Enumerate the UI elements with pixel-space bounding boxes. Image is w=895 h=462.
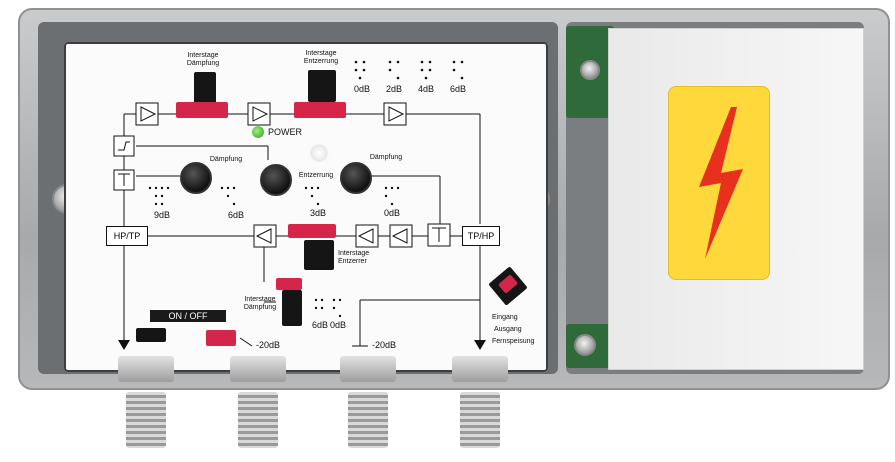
entzerrung-label: Entzerrung — [298, 172, 334, 179]
db-dot-pattern — [354, 60, 464, 80]
label-line: Interstage — [305, 50, 337, 57]
hptp-box: HP/TP — [106, 226, 148, 246]
bottom-db-dots — [314, 298, 342, 318]
db-9-label: 9dB — [154, 210, 171, 220]
onoff-jumper-left[interactable] — [136, 328, 166, 342]
db-scale-6: 6dB — [450, 84, 467, 94]
minus20-left-label: -20dB — [256, 340, 281, 350]
interstage-daempfung-top-label: Interstage Dämpfung — [178, 52, 228, 68]
daempfung-right-knob[interactable] — [340, 162, 372, 194]
f-connector-1[interactable] — [126, 392, 166, 448]
jumper-cap-daempfung-bottom[interactable] — [276, 278, 302, 290]
jumper-block — [304, 240, 334, 270]
label-line: Interstage — [244, 296, 276, 303]
interstage-entzerrer-label: Interstage Entzerrer — [338, 250, 382, 266]
db-0-label: 0dB — [384, 208, 401, 218]
label-line: Interstage — [187, 52, 219, 59]
port-nut-2 — [230, 356, 286, 382]
status-led-white — [312, 146, 326, 160]
power-label: POWER — [268, 127, 303, 137]
db-scale-2: 2dB — [386, 84, 403, 94]
port-nut-1 — [118, 356, 174, 382]
interstage-daempfung-bottom-label: Interstage Dämpfung — [238, 296, 282, 312]
entzerrung-knob[interactable] — [260, 164, 292, 196]
db-scale-0: 0dB — [354, 84, 371, 94]
jumper-block — [308, 70, 336, 102]
f-connector-4[interactable] — [460, 392, 500, 448]
power-led — [252, 126, 264, 138]
onoff-jumper-right[interactable] — [206, 330, 236, 346]
jumper-block — [194, 72, 216, 104]
lightning-bolt-icon — [699, 107, 743, 259]
f-connector-2[interactable] — [238, 392, 278, 448]
minus20-right-label: -20dB — [372, 340, 397, 350]
jumper-block — [282, 290, 302, 326]
ausgang-label: Ausgang — [494, 326, 522, 333]
onoff-label: ON / OFF — [150, 310, 226, 322]
f-connector-3[interactable] — [348, 392, 388, 448]
mid-db-dots — [148, 186, 400, 206]
label-line: Interstage — [338, 250, 370, 257]
high-voltage-warning-label — [668, 86, 770, 280]
eingang-label: Eingang — [492, 314, 518, 321]
port-nut-4 — [452, 356, 508, 382]
label-line: Entzerrer — [338, 258, 367, 265]
amplifier-triangle-icon — [135, 102, 413, 248]
daempfung-left-knob[interactable] — [180, 162, 212, 194]
db-0b-label: 0dB — [330, 320, 347, 330]
label-line: Dämpfung — [186, 60, 220, 67]
control-panel — [64, 42, 548, 372]
interstage-entzerrung-top-label: Interstage Entzerrung — [296, 50, 346, 66]
db-6b-label: 6dB — [312, 320, 329, 330]
screw-icon — [580, 60, 600, 80]
daempfung-right-label: Dämpfung — [369, 154, 403, 161]
fernspeisung-label: Fernspeisung — [492, 338, 535, 345]
jumper-cap-entzerrer[interactable] — [288, 224, 336, 238]
label-line: Dämpfung — [243, 304, 277, 311]
screw-icon — [574, 334, 596, 356]
tphp-box: TP/HP — [462, 226, 500, 246]
db-3-label: 3dB — [310, 208, 327, 218]
jumper-cap-daempfung-top[interactable] — [176, 102, 228, 118]
jumper-cap-entzerrung-top[interactable] — [294, 102, 346, 118]
daempfung-left-label: Dämpfung — [209, 156, 243, 163]
port-nut-3 — [340, 356, 396, 382]
db-scale-4: 4dB — [418, 84, 435, 94]
db-6-label: 6dB — [228, 210, 245, 220]
label-line: Entzerrung — [303, 58, 339, 65]
